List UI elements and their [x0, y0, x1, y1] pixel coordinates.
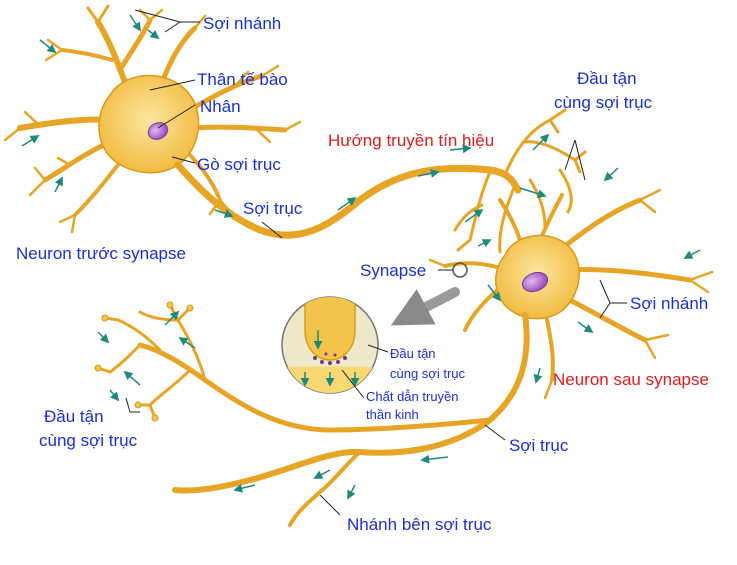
label-inset-transmitter-1: Chất dẫn truyền [366, 389, 459, 404]
label-axon-terminal-left-1: Đầu tận [44, 407, 104, 426]
teal-flow-arrow-icon [315, 470, 330, 478]
label-signal-direction: Hướng truyền tín hiệu [328, 131, 494, 150]
teal-flow-arrow-icon [578, 322, 592, 332]
teal-flow-arrow-icon [148, 30, 158, 38]
label-axon-hillock: Gò sợi trục [197, 155, 281, 174]
label-dendrites-right: Sợi nhánh [630, 294, 708, 313]
label-postsynaptic-neuron: Neuron sau synapse [553, 370, 709, 389]
teal-flow-arrow-icon [520, 188, 545, 196]
presynaptic-cell-body [99, 75, 199, 172]
teal-flow-arrow-icon [40, 40, 55, 52]
teal-flow-arrow-icon [605, 168, 618, 180]
label-nucleus: Nhân [200, 97, 241, 116]
label-axon-top: Sợi trục [243, 199, 303, 218]
label-inset-terminal-1: Đầu tận [390, 346, 436, 361]
teal-flow-arrow-icon [685, 250, 700, 258]
label-axon-collateral: Nhánh bên sợi trục [347, 515, 492, 534]
teal-flow-arrow-icon [125, 372, 140, 385]
teal-flow-arrow-icon [55, 178, 62, 192]
teal-flow-arrow-icon [110, 390, 118, 400]
label-axon-terminal-left-2: cùng sợi trục [39, 431, 138, 450]
presynaptic-axon [178, 165, 518, 235]
left-axon-terminals [98, 305, 205, 418]
teal-flow-arrow-icon [422, 457, 448, 460]
label-axon-terminal-top-2: cùng sợi trục [554, 93, 653, 112]
label-dendrites-top: Sợi nhánh [203, 14, 281, 33]
label-cell-body: Thân tế bào [197, 70, 288, 89]
teal-flow-arrow-icon [536, 368, 540, 382]
gray-curved-arrow-icon [405, 292, 455, 318]
label-axon-terminal-top-1: Đầu tận [577, 69, 637, 88]
teal-flow-arrow-icon [130, 15, 140, 30]
label-inset-transmitter-2: thần kinh [366, 407, 419, 422]
label-synapse: Synapse [360, 261, 426, 280]
label-axon-bottom: Sợi trục [509, 436, 569, 455]
teal-flow-arrow-icon [348, 485, 355, 498]
label-presynaptic-neuron: Neuron trước synapse [16, 244, 186, 263]
teal-flow-arrow-icon [22, 136, 38, 146]
synapse-inset [280, 295, 380, 395]
label-inset-terminal-2: cùng sợi trục [390, 366, 465, 381]
teal-flow-arrow-icon [478, 240, 490, 246]
teal-flow-arrow-icon [98, 332, 108, 342]
